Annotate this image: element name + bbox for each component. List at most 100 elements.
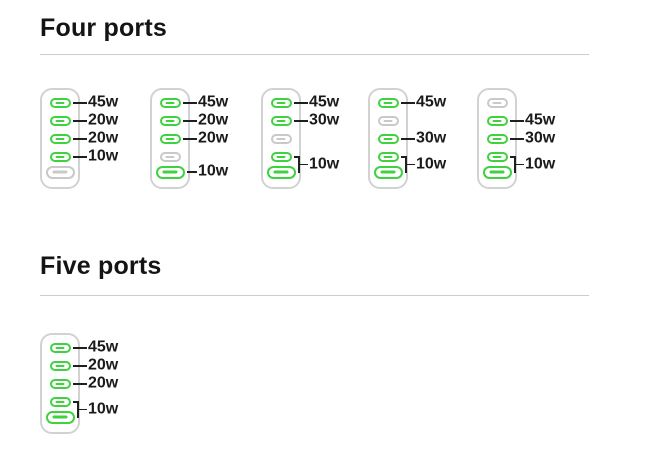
power-label: 20w — [88, 356, 119, 374]
connector-line — [72, 365, 87, 367]
bracket-line — [72, 401, 79, 403]
bracket-line — [509, 156, 516, 158]
connector-line — [182, 102, 197, 104]
power-label: 30w — [525, 129, 556, 147]
port-dash — [55, 365, 65, 367]
port-dash — [276, 102, 286, 104]
port-dash — [492, 102, 502, 104]
port-dash — [52, 170, 68, 174]
port-dash — [492, 156, 502, 158]
port-dash — [383, 138, 393, 140]
usb-c-port-icon — [159, 116, 181, 126]
usb-c-port-icon — [270, 98, 292, 108]
power-label: 10w — [88, 147, 119, 165]
port-dash — [55, 102, 65, 104]
connector-line — [298, 163, 308, 166]
usb-c-port-icon — [159, 98, 181, 108]
port-dash — [383, 102, 393, 104]
connector-line — [72, 120, 87, 122]
power-label: 10w — [309, 155, 340, 173]
port-dash — [52, 415, 68, 419]
usb-c-port-icon — [486, 116, 508, 126]
port-dash — [276, 120, 286, 122]
power-label: 45w — [525, 111, 556, 129]
divider — [40, 54, 589, 55]
charger-device-four-ports-option-4: 45w 30w 10w — [368, 88, 478, 193]
power-label: 10w — [88, 400, 119, 418]
usb-c-port-icon — [49, 98, 71, 108]
connector-line — [72, 102, 87, 104]
power-label: 45w — [88, 338, 119, 356]
connector-line — [182, 120, 197, 122]
usb-c-port-icon — [49, 397, 71, 407]
usb-c-port-icon — [486, 152, 508, 162]
port-dash — [165, 138, 175, 140]
power-label: 20w — [198, 129, 229, 147]
connector-line — [182, 138, 197, 140]
connector-line — [72, 347, 87, 349]
power-label: 30w — [416, 129, 447, 147]
usb-c-port-icon — [49, 134, 71, 144]
usb-c-port-icon — [270, 152, 292, 162]
power-label: 30w — [309, 111, 340, 129]
port-dash — [55, 120, 65, 122]
power-label: 10w — [198, 162, 229, 180]
port-dash — [273, 170, 289, 174]
port-dash — [492, 138, 502, 140]
port-dash — [489, 170, 505, 174]
power-label: 45w — [88, 93, 119, 111]
power-label: 45w — [309, 93, 340, 111]
usb-c-port-icon — [270, 134, 292, 144]
usb-wide-port-icon — [45, 410, 75, 424]
usb-wide-port-icon — [45, 165, 75, 179]
port-dash — [165, 156, 175, 158]
port-dash — [162, 170, 178, 174]
usb-c-port-icon — [377, 116, 399, 126]
usb-c-port-icon — [377, 134, 399, 144]
section-title-five-ports: Five ports — [40, 252, 162, 280]
usb-wide-port-icon — [373, 165, 403, 179]
power-label: 20w — [88, 374, 119, 392]
port-dash — [276, 138, 286, 140]
power-label: 45w — [198, 93, 229, 111]
port-dash — [383, 120, 393, 122]
divider — [40, 295, 589, 296]
port-dash — [492, 120, 502, 122]
usb-c-port-icon — [159, 152, 181, 162]
power-label: 45w — [416, 93, 447, 111]
connector-line — [72, 156, 87, 158]
power-label: 10w — [525, 155, 556, 173]
port-dash — [55, 383, 65, 385]
connector-line — [72, 383, 87, 385]
power-label: 20w — [88, 129, 119, 147]
usb-c-port-icon — [49, 379, 71, 389]
connector-line — [186, 171, 197, 173]
power-label: 20w — [88, 111, 119, 129]
usb-wide-port-icon — [266, 165, 296, 179]
port-dash — [55, 138, 65, 140]
port-dash — [165, 102, 175, 104]
port-dash — [380, 170, 396, 174]
connector-line — [77, 408, 87, 411]
port-dash — [55, 347, 65, 349]
power-label: 10w — [416, 155, 447, 173]
usb-c-port-icon — [49, 343, 71, 353]
connector-line — [400, 138, 415, 140]
usb-c-port-icon — [270, 116, 292, 126]
connector-line — [293, 120, 308, 122]
connector-line — [405, 163, 415, 166]
port-dash — [55, 156, 65, 158]
connector-line — [514, 163, 524, 166]
port-dash — [383, 156, 393, 158]
connector-line — [400, 102, 415, 104]
port-dash — [276, 156, 286, 158]
port-dash — [165, 120, 175, 122]
